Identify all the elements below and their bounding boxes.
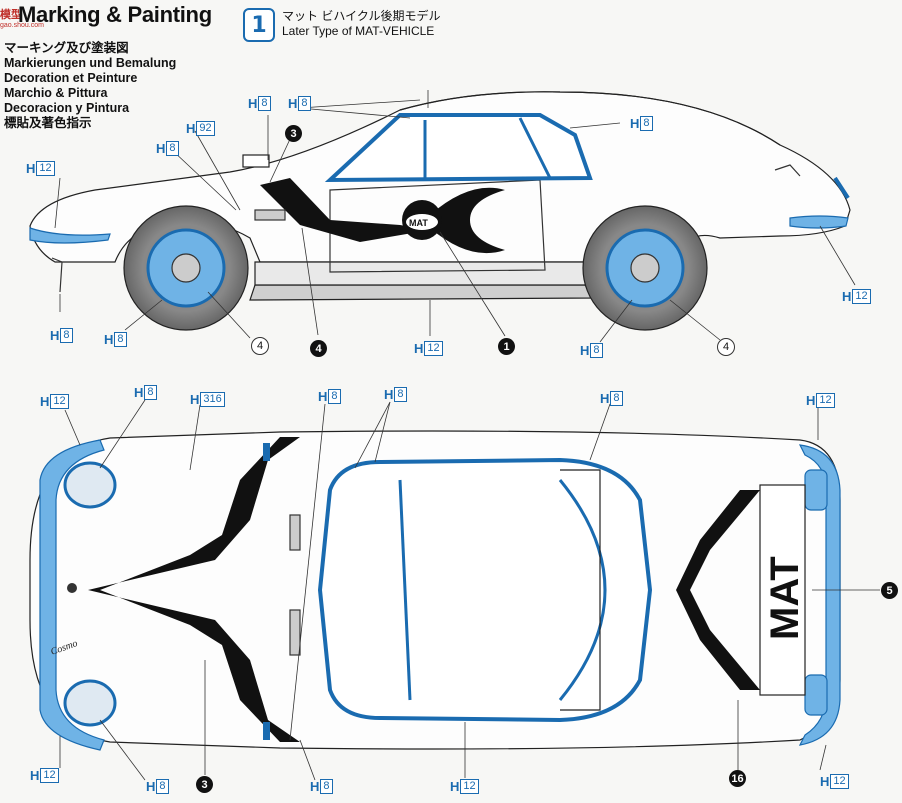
callout-code: H xyxy=(146,778,156,794)
callout-num: 8 xyxy=(60,327,73,343)
callout-num: 316 xyxy=(200,391,225,407)
callout-num: 8 xyxy=(328,388,341,404)
callout-code: H xyxy=(40,393,50,409)
callout-code: H xyxy=(384,386,394,402)
callout-num: 12 xyxy=(852,288,871,304)
callout-num: 8 xyxy=(298,95,311,111)
marker-5-top: 5 xyxy=(881,582,898,599)
variant-title-en: Later Type of MAT-VEHICLE xyxy=(282,24,435,38)
callout-num: 8 xyxy=(258,95,271,111)
callout-code: H xyxy=(190,391,200,407)
callout-num: 8 xyxy=(610,390,623,406)
marker-4-filled-side: 4 xyxy=(310,340,327,357)
trunk-mat-text: MAT xyxy=(763,556,807,640)
callout-code: H xyxy=(806,392,816,408)
subtitle-it: Marchio & Pittura xyxy=(4,86,108,100)
callout-code: H xyxy=(248,95,258,111)
top-view: MAT Cosmo xyxy=(29,430,841,751)
callout-num: 12 xyxy=(460,778,479,794)
callout-num: 8 xyxy=(114,331,127,347)
callout-code: H xyxy=(820,773,830,789)
callout-code: H xyxy=(186,120,196,136)
callout-num: 12 xyxy=(424,340,443,356)
subtitle-fr: Decoration et Peinture xyxy=(4,71,138,85)
callout-code: H xyxy=(842,288,852,304)
callout-code: H xyxy=(580,342,590,358)
callout-code: H xyxy=(318,388,328,404)
callout-code: H xyxy=(310,778,320,794)
hood-v-stripe xyxy=(88,437,300,742)
variant-badge: 1 xyxy=(243,8,275,42)
watermark-url: gao.shou.com xyxy=(0,22,44,29)
callout-num: 8 xyxy=(156,778,169,794)
marker-1-side: 1 xyxy=(498,338,515,355)
callout-num: 8 xyxy=(166,140,179,156)
callout-num: 12 xyxy=(830,773,849,789)
callout-num: 8 xyxy=(640,115,653,131)
callout-code: H xyxy=(630,115,640,131)
callout-num: 8 xyxy=(320,778,333,794)
page-title: Marking & Painting xyxy=(18,2,212,27)
callout-code: H xyxy=(156,140,166,156)
side-spear-decal xyxy=(260,178,430,242)
callout-num: 8 xyxy=(144,384,157,400)
callout-code: H xyxy=(134,384,144,400)
subtitle-de: Markierungen und Bemalung xyxy=(4,56,177,70)
variant-title-jp: マット ビハイクル後期モデル xyxy=(282,9,441,23)
callout-num: 12 xyxy=(50,393,69,409)
callout-num: 12 xyxy=(36,160,55,176)
watermark-logo: 模型 xyxy=(0,9,22,21)
callout-code: H xyxy=(30,767,40,783)
subtitle-jp: マーキング及び塗装図 xyxy=(4,41,129,55)
rear-v-stripe xyxy=(676,490,760,690)
callout-code: H xyxy=(104,331,114,347)
callout-num: 12 xyxy=(40,767,59,783)
subtitle-cn: 標貼及著色指示 xyxy=(4,116,92,130)
marker-4-open-rear: 4 xyxy=(717,338,735,356)
callout-num: 8 xyxy=(590,342,603,358)
subtitle-es: Decoracion y Pintura xyxy=(4,101,130,115)
side-view: MAT xyxy=(29,91,851,331)
callout-code: H xyxy=(450,778,460,794)
callout-code: H xyxy=(288,95,298,111)
callout-num: 12 xyxy=(816,392,835,408)
callout-code: H xyxy=(600,390,610,406)
callout-num: 92 xyxy=(196,120,215,136)
side-door-emblem-text: MAT xyxy=(409,218,428,228)
marker-16-top: 16 xyxy=(729,770,746,787)
marker-3-top: 3 xyxy=(196,776,213,793)
callout-num: 8 xyxy=(394,386,407,402)
variant-badge-number: 1 xyxy=(251,12,267,38)
marker-4-open-front: 4 xyxy=(251,337,269,355)
callout-code: H xyxy=(414,340,424,356)
callout-code: H xyxy=(26,160,36,176)
callout-code: H xyxy=(50,327,60,343)
marker-3-side: 3 xyxy=(285,125,302,142)
